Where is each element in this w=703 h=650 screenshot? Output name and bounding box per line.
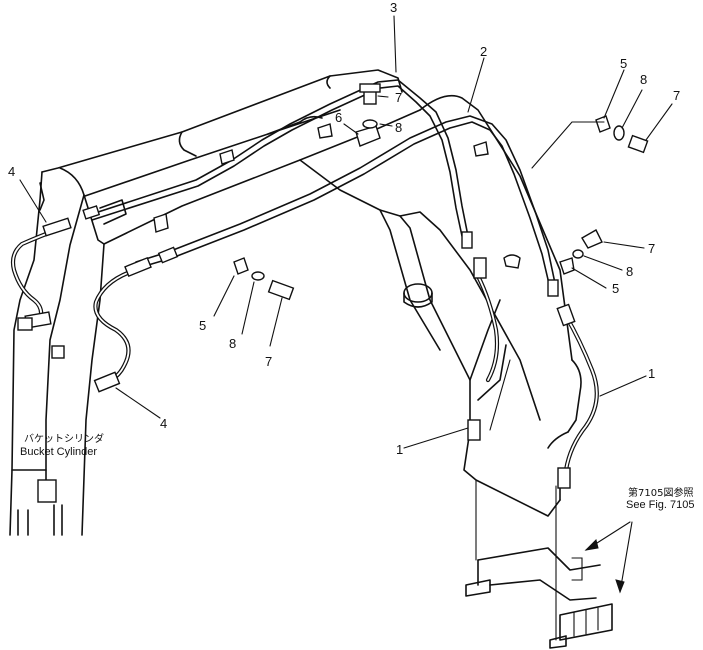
text-labels: バケットシリンダ Bucket Cylinder 第7105図参照 See Fi… — [20, 432, 695, 511]
steel-pipes — [91, 79, 557, 289]
callout-2: 2 — [480, 44, 487, 59]
callout-5: 5 — [199, 318, 206, 333]
hose-1-right — [563, 313, 599, 473]
hose-4-center — [93, 269, 133, 387]
bucket-cylinder-label-jp: バケットシリンダ — [24, 432, 104, 445]
leader-lines — [19, 15, 673, 594]
callout-7: 7 — [648, 241, 655, 256]
see-fig-label-en: See Fig. 7105 — [626, 499, 695, 511]
bucket-cylinder-label-en: Bucket Cylinder — [20, 446, 97, 458]
callout-8: 8 — [229, 336, 236, 351]
callout-8: 8 — [626, 264, 633, 279]
callout-4: 4 — [160, 416, 167, 431]
clamp-parts — [153, 83, 649, 301]
hose-4-left — [10, 225, 65, 323]
boom-body — [299, 94, 582, 517]
callout-4: 4 — [8, 164, 15, 179]
callout-1: 1 — [396, 442, 403, 457]
callout-5: 5 — [620, 56, 627, 71]
hose-1-middle — [475, 273, 500, 383]
boom-foot — [465, 479, 613, 649]
callout-5: 5 — [612, 281, 619, 296]
callout-7: 7 — [395, 90, 402, 105]
callout-7: 7 — [673, 88, 680, 103]
callout-8: 8 — [640, 72, 647, 87]
callout-7: 7 — [265, 354, 272, 369]
callout-3: 3 — [390, 0, 397, 15]
callout-numbers: 3 2 7 6 8 5 8 7 4 5 8 7 7 8 5 1 4 1 — [8, 0, 680, 457]
callout-1: 1 — [648, 366, 655, 381]
callout-6: 6 — [335, 110, 342, 125]
see-fig-label-jp: 第7105図参照 — [628, 486, 693, 499]
fittings — [17, 205, 576, 489]
bucket-cylinder — [9, 171, 105, 536]
callout-8: 8 — [395, 120, 402, 135]
